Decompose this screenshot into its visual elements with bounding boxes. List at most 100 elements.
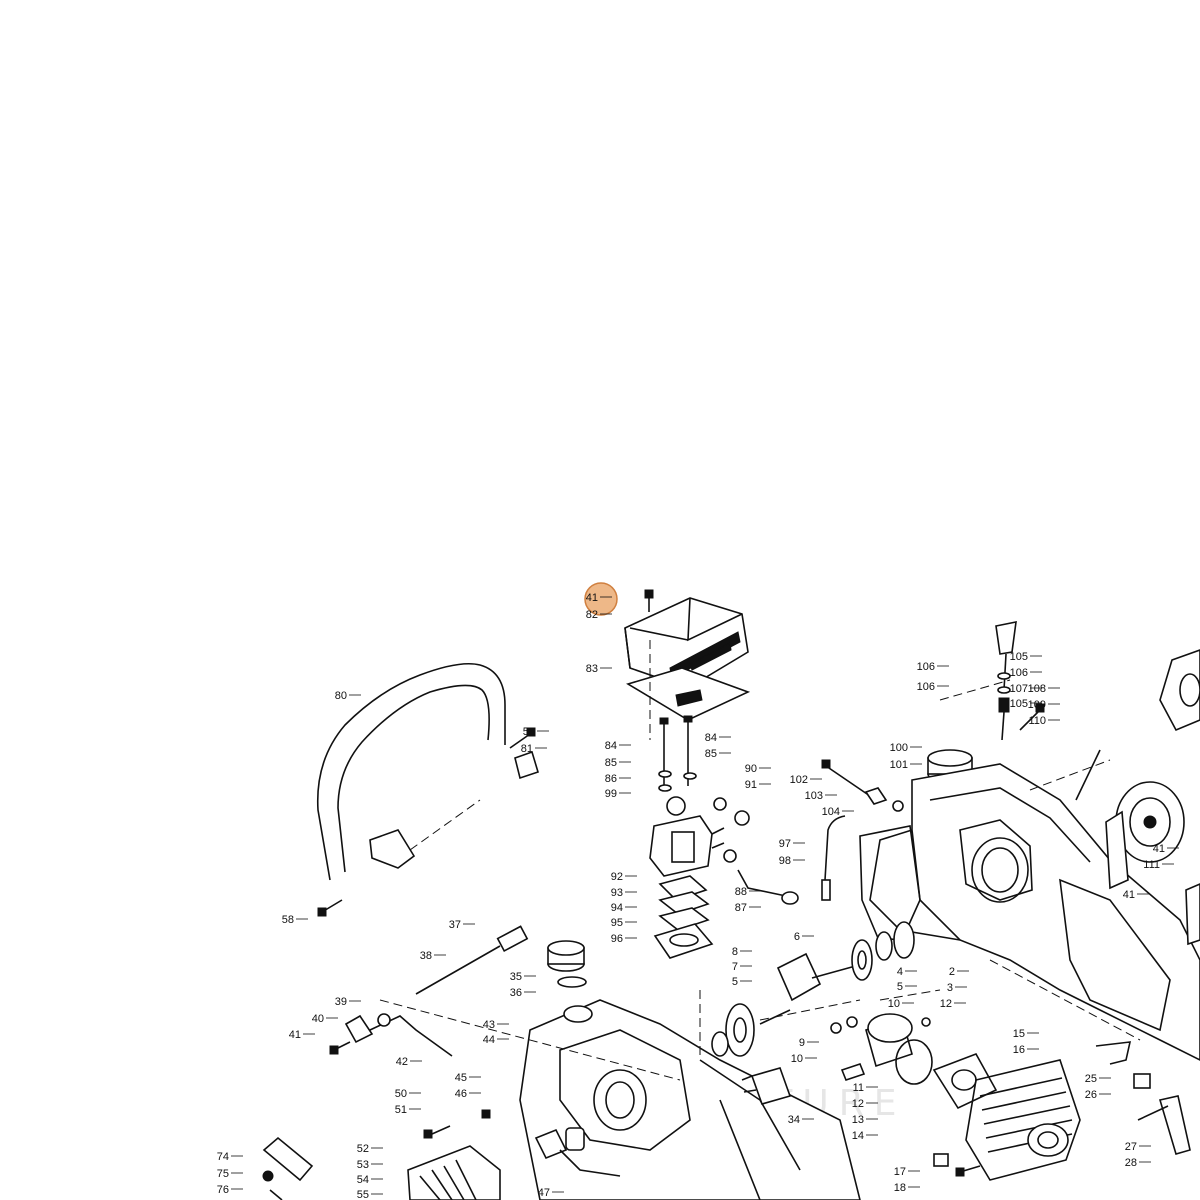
part-starter-grip-74[interactable] bbox=[262, 1136, 314, 1200]
part-label-5[interactable]: 5 bbox=[732, 976, 738, 988]
part-oil-cap-35[interactable] bbox=[547, 940, 587, 988]
part-label-18[interactable]: 18 bbox=[894, 1182, 906, 1194]
part-label-55[interactable]: 55 bbox=[357, 1189, 369, 1200]
part-label-38[interactable]: 38 bbox=[420, 950, 432, 962]
part-label-75[interactable]: 75 bbox=[217, 1168, 229, 1180]
part-label-106[interactable]: 106 bbox=[917, 661, 935, 673]
part-label-44[interactable]: 44 bbox=[483, 1034, 495, 1046]
part-label-12[interactable]: 12 bbox=[852, 1098, 864, 1110]
part-label-98[interactable]: 98 bbox=[779, 855, 791, 867]
part-label-4[interactable]: 4 bbox=[897, 966, 903, 978]
part-label-9[interactable]: 9 bbox=[799, 1037, 805, 1049]
part-carburetor-92[interactable] bbox=[649, 796, 725, 877]
part-label-91[interactable]: 91 bbox=[745, 779, 757, 791]
part-label-86[interactable]: 86 bbox=[605, 773, 617, 785]
part-label-109[interactable]: 109 bbox=[1028, 699, 1046, 711]
part-label-85[interactable]: 85 bbox=[705, 748, 717, 760]
part-washer-85b[interactable] bbox=[683, 772, 697, 780]
part-label-43[interactable]: 43 bbox=[483, 1019, 495, 1031]
part-label-106[interactable]: 106 bbox=[1010, 667, 1028, 679]
part-label-45[interactable]: 45 bbox=[455, 1072, 467, 1084]
part-spring-bolt-109-110[interactable] bbox=[1019, 703, 1101, 801]
part-label-104[interactable]: 104 bbox=[822, 806, 840, 818]
part-fuel-line-97[interactable] bbox=[821, 815, 846, 901]
part-label-6[interactable]: 6 bbox=[794, 931, 800, 943]
part-clutch-drum[interactable] bbox=[1105, 781, 1185, 890]
part-label-101[interactable]: 101 bbox=[890, 759, 908, 771]
part-label-25[interactable]: 25 bbox=[1085, 1073, 1097, 1085]
part-label-74[interactable]: 74 bbox=[217, 1151, 229, 1163]
part-label-108[interactable]: 108 bbox=[1028, 683, 1046, 695]
part-bolt-102[interactable] bbox=[821, 759, 871, 797]
part-label-12[interactable]: 12 bbox=[940, 998, 952, 1010]
part-label-15[interactable]: 15 bbox=[1013, 1028, 1025, 1040]
part-label-34[interactable]: 34 bbox=[788, 1114, 800, 1126]
part-label-80[interactable]: 80 bbox=[335, 690, 347, 702]
part-bolt-58-left[interactable] bbox=[317, 899, 343, 917]
part-label-107[interactable]: 107 bbox=[1010, 683, 1028, 695]
part-crankshaft-6[interactable] bbox=[725, 952, 871, 1057]
part-washer-86[interactable] bbox=[658, 784, 672, 792]
part-cylinder-16[interactable] bbox=[965, 1059, 1081, 1181]
part-label-17[interactable]: 17 bbox=[894, 1166, 906, 1178]
part-screw-41[interactable] bbox=[644, 589, 654, 612]
part-label-83[interactable]: 83 bbox=[586, 663, 598, 675]
part-label-87[interactable]: 87 bbox=[735, 902, 747, 914]
part-label-84[interactable]: 84 bbox=[705, 732, 717, 744]
part-label-76[interactable]: 76 bbox=[217, 1184, 229, 1196]
part-label-102[interactable]: 102 bbox=[790, 774, 808, 786]
part-washer-85[interactable] bbox=[658, 770, 672, 778]
part-shaft-37-38[interactable] bbox=[415, 925, 529, 995]
part-bolt-41-left[interactable] bbox=[329, 1041, 351, 1055]
part-bolt-58-top[interactable] bbox=[509, 727, 536, 749]
part-label-106[interactable]: 106 bbox=[917, 681, 935, 693]
part-chain-tensioner-34[interactable] bbox=[741, 1067, 792, 1105]
part-flywheel-52-55[interactable] bbox=[407, 1145, 501, 1200]
part-label-93[interactable]: 93 bbox=[611, 887, 623, 899]
part-gasket-15[interactable] bbox=[932, 1053, 998, 1110]
part-lever-27-28[interactable] bbox=[1137, 1095, 1191, 1155]
part-choke-rod-87-88[interactable] bbox=[723, 849, 799, 905]
part-gasket-83[interactable] bbox=[626, 667, 751, 721]
part-label-41[interactable]: 41 bbox=[586, 592, 598, 604]
part-label-39[interactable]: 39 bbox=[335, 996, 347, 1008]
part-label-54[interactable]: 54 bbox=[357, 1174, 369, 1186]
part-label-105[interactable]: 105 bbox=[1010, 698, 1028, 710]
part-label-41[interactable]: 41 bbox=[289, 1029, 301, 1041]
part-label-97[interactable]: 97 bbox=[779, 838, 791, 850]
part-label-36[interactable]: 36 bbox=[510, 987, 522, 999]
part-gasket-crankcase[interactable] bbox=[859, 825, 921, 941]
part-bolt-17-18[interactable] bbox=[933, 1153, 981, 1177]
part-label-2[interactable]: 2 bbox=[949, 966, 955, 978]
part-label-14[interactable]: 14 bbox=[852, 1130, 864, 1142]
part-label-100[interactable]: 100 bbox=[890, 742, 908, 754]
part-label-85[interactable]: 85 bbox=[605, 757, 617, 769]
part-label-84[interactable]: 84 bbox=[605, 740, 617, 752]
part-label-51[interactable]: 51 bbox=[395, 1104, 407, 1116]
part-label-10[interactable]: 10 bbox=[791, 1053, 803, 1065]
part-front-handle-80[interactable] bbox=[316, 662, 539, 881]
part-label-3[interactable]: 3 bbox=[947, 982, 953, 994]
part-chain-brake-right[interactable] bbox=[1159, 649, 1200, 946]
part-label-50[interactable]: 50 bbox=[395, 1088, 407, 1100]
part-label-99[interactable]: 99 bbox=[605, 788, 617, 800]
part-crankcase-right[interactable] bbox=[869, 763, 1200, 1061]
part-washer-104[interactable] bbox=[892, 800, 904, 812]
part-bolts-45-46-50-51[interactable] bbox=[423, 1109, 491, 1139]
part-label-58[interactable]: 58 bbox=[282, 914, 294, 926]
part-label-88[interactable]: 88 bbox=[735, 886, 747, 898]
part-label-42[interactable]: 42 bbox=[396, 1056, 408, 1068]
part-label-94[interactable]: 94 bbox=[611, 902, 623, 914]
part-label-95[interactable]: 95 bbox=[611, 917, 623, 929]
part-bearing-4-5[interactable] bbox=[851, 921, 915, 981]
part-label-52[interactable]: 52 bbox=[357, 1143, 369, 1155]
part-label-53[interactable]: 53 bbox=[357, 1159, 369, 1171]
part-label-47[interactable]: 47 bbox=[538, 1187, 550, 1199]
part-clip-25-26[interactable] bbox=[1095, 1041, 1151, 1089]
part-label-40[interactable]: 40 bbox=[312, 1013, 324, 1025]
part-label-13[interactable]: 13 bbox=[852, 1114, 864, 1126]
part-label-10[interactable]: 10 bbox=[888, 998, 900, 1010]
part-label-26[interactable]: 26 bbox=[1085, 1089, 1097, 1101]
part-label-7[interactable]: 7 bbox=[732, 961, 738, 973]
part-label-35[interactable]: 35 bbox=[510, 971, 522, 983]
